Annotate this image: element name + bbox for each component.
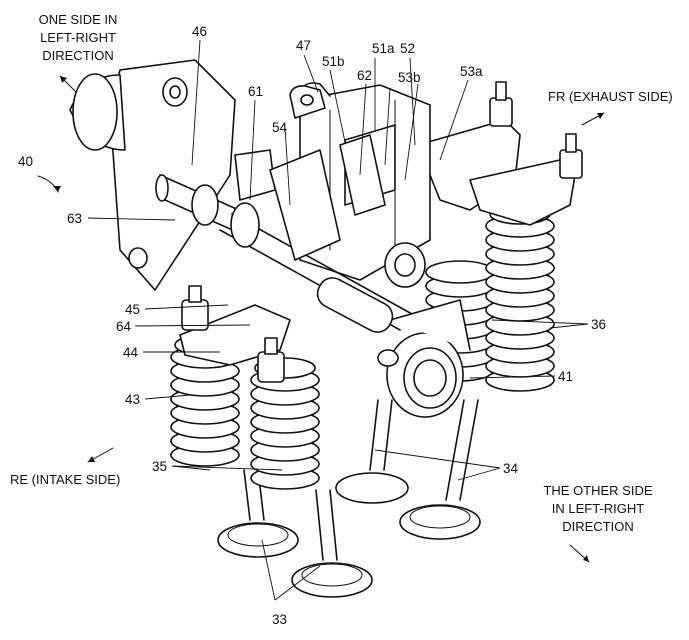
numeral-47: 47	[296, 38, 311, 53]
rear-intake-label: RE (INTAKE SIDE)	[10, 472, 120, 487]
numeral-62: 62	[357, 68, 372, 83]
numeral-41: 41	[558, 369, 573, 384]
one-side-line-2: LEFT-RIGHT	[40, 30, 116, 45]
numeral-61: 61	[248, 84, 263, 99]
intake-rocker-arm-44	[179, 285, 291, 383]
exhaust-valve-34	[335, 399, 481, 540]
other-side-line-3: DIRECTION	[562, 519, 634, 534]
one-side-line-1: ONE SIDE IN	[39, 12, 118, 27]
numeral-64: 64	[116, 319, 132, 334]
cam-cap-46	[69, 59, 236, 291]
intake-valve-33	[217, 469, 373, 598]
leader-lines	[87, 39, 589, 601]
numeral-51b: 51b	[322, 54, 345, 69]
other-side-line-2: IN LEFT-RIGHT	[552, 501, 645, 516]
numeral-51a: 51a	[372, 41, 395, 56]
numeral-53b: 53b	[398, 70, 421, 85]
numeral-46: 46	[192, 24, 207, 39]
rocker-shaft-holder-47	[269, 85, 386, 261]
numeral-33: 33	[272, 612, 287, 627]
numeral-44: 44	[123, 345, 139, 360]
arrow-other-side-icon	[569, 544, 590, 563]
other-side-line-1: THE OTHER SIDE	[543, 483, 652, 498]
arrow-front-icon	[581, 112, 605, 126]
one-side-line-3: DIRECTION	[42, 48, 114, 63]
front-exhaust-label: FR (EXHAUST SIDE)	[548, 89, 673, 104]
numeral-34: 34	[503, 461, 519, 476]
numeral-54: 54	[272, 120, 288, 135]
arrow-rear-icon	[87, 447, 114, 463]
numeral-45: 45	[125, 302, 140, 317]
numeral-52: 52	[400, 41, 415, 56]
exhaust-spring-front	[485, 203, 555, 392]
cam-shaft-63	[155, 149, 276, 248]
camshaft-41	[219, 213, 471, 418]
numeral-53a: 53a	[460, 64, 483, 79]
numeral-36: 36	[591, 317, 606, 332]
reference-numerals: 33 34 35 36 40 41 43 44 45 46 47 51a 51b…	[18, 24, 606, 627]
numeral-35: 35	[152, 459, 167, 474]
numeral-40: 40	[18, 154, 33, 169]
arrow-one-side-icon	[59, 75, 77, 93]
direction-label-one-side: ONE SIDE IN LEFT-RIGHT DIRECTION	[39, 12, 118, 63]
direction-label-other-side: THE OTHER SIDE IN LEFT-RIGHT DIRECTION	[543, 483, 652, 534]
exhaust-rocker-arm-52	[417, 81, 583, 226]
numeral-63: 63	[67, 211, 82, 226]
arrow-40-icon	[37, 175, 61, 193]
numeral-43: 43	[125, 392, 140, 407]
